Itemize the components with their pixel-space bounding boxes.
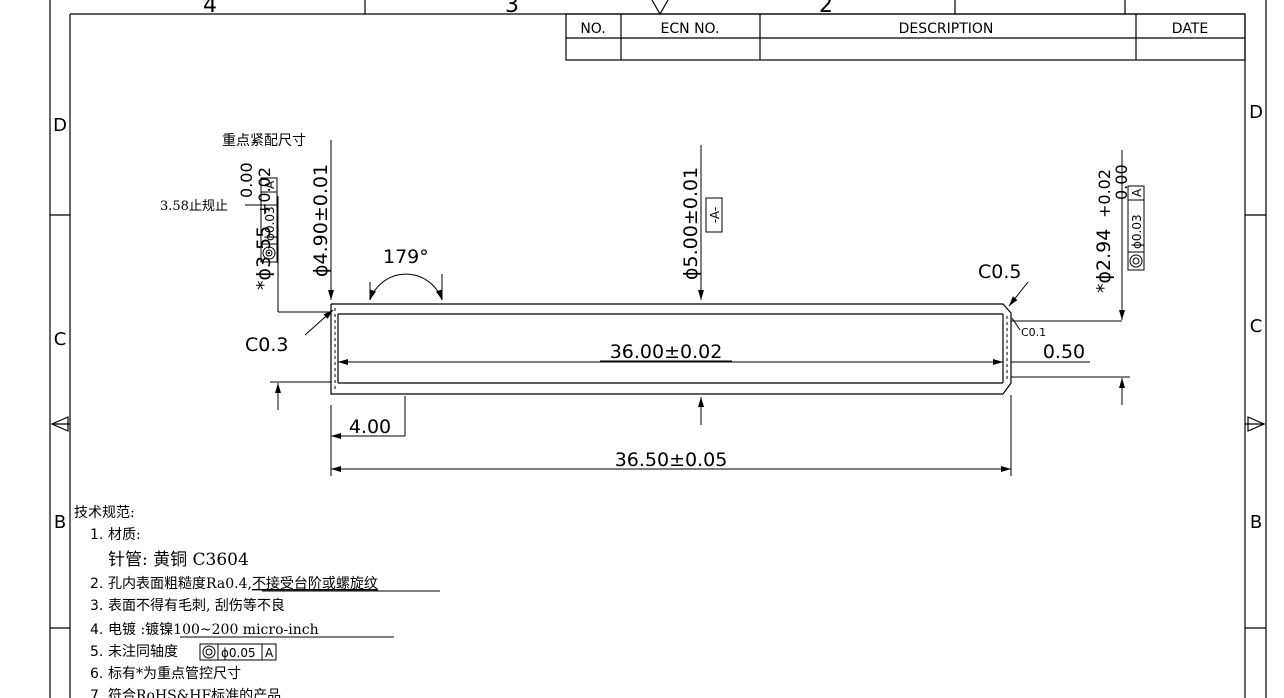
row-label: B	[54, 512, 66, 533]
note-num: 1.	[90, 527, 103, 543]
dim-left-step: 4.00	[349, 416, 391, 438]
dim-step: 0.50	[1043, 341, 1085, 363]
revision-table	[565, 13, 1246, 61]
gdt-left-tol: ϕ0.03	[263, 206, 277, 241]
note-text: 未注同轴度	[108, 644, 178, 660]
notes-gdt-datum: A	[265, 646, 274, 660]
note-num: 5.	[90, 644, 103, 660]
rev-header-date: DATE	[1172, 21, 1208, 37]
dim-od-mid: ϕ5.00±0.01	[680, 167, 702, 280]
gdt-frame-notes: ϕ0.05 A	[199, 643, 277, 661]
gdt-frame-left: ϕ0.03 A	[260, 177, 278, 263]
note-text: 针管: 黄铜 C3604	[108, 550, 249, 570]
notes-gdt-tol: ϕ0.05	[221, 646, 256, 660]
row-label: D	[53, 115, 67, 136]
note-text: 电镀 :镀镍100~200 micro-inch	[108, 621, 319, 638]
note-text: 标有*为重点管控尺寸	[108, 666, 241, 682]
row-label: C	[54, 329, 67, 350]
dim-length-total: 36.50±0.05	[615, 449, 728, 471]
column-label: 2	[819, 0, 833, 18]
notes-title: 技术规范:	[74, 504, 135, 521]
datum-a-frame: -A-	[705, 197, 723, 233]
chamfer-small: C0.1	[1021, 326, 1046, 339]
tol-bore-right-upper: +0.02	[1095, 169, 1114, 218]
chamfer-right: C0.5	[978, 261, 1021, 283]
gdt-frame-right: ϕ0.03 A	[1127, 185, 1145, 271]
note-text: 符合RoHS&HF标准的产品	[108, 688, 281, 698]
dim-length-inner: 36.00±0.02	[610, 341, 723, 363]
datum-label: -A-	[708, 207, 722, 223]
dim-od-left: ϕ4.90±0.01	[310, 164, 332, 277]
label-gauge: 3.58止规止	[160, 199, 228, 214]
row-label: B	[1250, 512, 1262, 533]
column-label: 3	[505, 0, 519, 18]
dim-bore-right: *ϕ2.94	[1093, 229, 1115, 293]
rev-header-ecn: ECN NO.	[661, 21, 720, 37]
column-label: 4	[203, 0, 217, 18]
rev-header-no: NO.	[580, 21, 605, 37]
gdt-left-datum: A	[263, 180, 277, 189]
note-text: 孔内表面粗糙度Ra0.4,不接受台阶或螺旋纹	[108, 575, 378, 592]
label-key-fit: 重点紧配尺寸	[222, 133, 306, 149]
note-text: 材质:	[108, 527, 141, 543]
pin-tube-outline	[330, 303, 1012, 395]
tol-bore-left-lower: 0.00	[237, 162, 256, 198]
tol-bore-right-lower: 0.00	[1112, 164, 1131, 200]
note-text: 表面不得有毛刺, 刮伤等不良	[108, 597, 285, 614]
gdt-right-tol: ϕ0.03	[1130, 214, 1144, 249]
row-label: D	[1249, 102, 1263, 123]
row-label: C	[1250, 316, 1263, 337]
dimension-lines	[245, 140, 1130, 476]
note-num: 4.	[90, 622, 103, 638]
rev-header-description: DESCRIPTION	[899, 21, 994, 37]
note-num: 6.	[90, 666, 103, 682]
tol-bore-left-upper: +0.02	[255, 167, 274, 216]
notes-list: 1. 材质: 针管: 黄铜 C3604 2. 孔内表面粗糙度Ra0.4,不接受台…	[90, 527, 440, 698]
note-num: 7.	[90, 688, 103, 698]
gdt-right-datum: A	[1130, 188, 1144, 197]
angle-label: 179°	[383, 246, 429, 268]
dim-bore-left: *ϕ3.55	[253, 226, 275, 290]
note-num: 3.	[90, 598, 103, 614]
note-num: 2.	[90, 576, 103, 592]
chamfer-left: C0.3	[245, 334, 288, 356]
